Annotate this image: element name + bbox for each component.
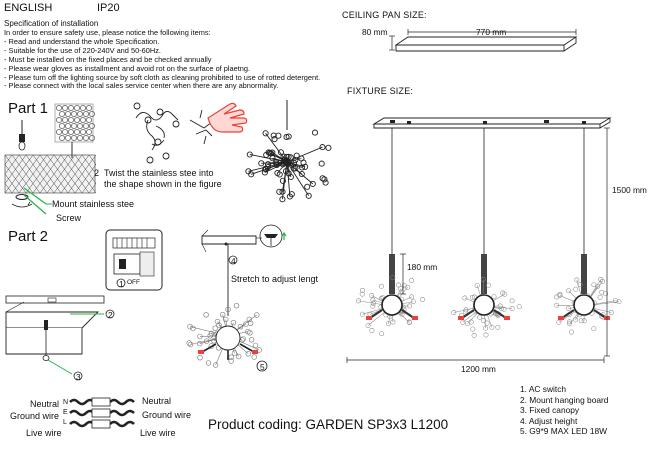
- spec-line: - Suitable for the use of 220-240V and 5…: [4, 45, 161, 55]
- language-label: ENGLISH: [4, 2, 53, 14]
- part1-title: Part 1: [8, 100, 49, 117]
- step-number-1: 1: [119, 279, 124, 289]
- wire-letter-l: L: [63, 419, 67, 426]
- step-number-3: 3: [76, 372, 81, 382]
- legend-item: 4. Adjust height: [520, 415, 578, 426]
- spec-line: - Please wear gloves as installment and …: [4, 63, 251, 73]
- wire-letter-n: N: [63, 399, 69, 406]
- pendant-height: 180 mm: [407, 262, 438, 272]
- spec-line: - Please turn off the lighting source by…: [4, 72, 321, 82]
- wire-letter-e: E: [63, 409, 68, 416]
- wire-left-neutral: Neutral: [30, 399, 60, 409]
- wire-left-ground: Ground wire: [10, 411, 60, 421]
- spec-list: In order to ensure safety use, please no…: [4, 28, 321, 91]
- wire-left-live: Live wire: [26, 428, 62, 438]
- fixture-height: 1500 mm: [612, 185, 647, 195]
- fixture-title: FIXTURE SIZE:: [347, 86, 414, 96]
- legend-item: 1. AC switch: [520, 384, 567, 394]
- wire-right-ground: Ground wire: [142, 410, 192, 420]
- mount-label: Mount stainless stee: [52, 199, 135, 209]
- legend: 1. AC switch 2. Mount hanging board 3. F…: [520, 384, 608, 437]
- part2-title: Part 2: [8, 228, 49, 245]
- screw-label: Screw: [56, 213, 82, 223]
- spec-line: - Please connect with the local sales se…: [4, 81, 279, 91]
- ceiling-pan-title: CEILING PAN SIZE:: [342, 10, 427, 20]
- legend-item: 2. Mount hanging board: [520, 394, 609, 405]
- ceiling-pan-height: 80 mm: [362, 27, 388, 37]
- switch-off-label: OFF: [127, 279, 140, 286]
- spec-line: - Read and understand the whole Specific…: [4, 36, 160, 46]
- wire-right-live: Live wire: [140, 428, 176, 438]
- ceiling-pan-length: 770 mm: [476, 27, 507, 37]
- wire-right-neutral: Neutral: [142, 396, 172, 406]
- step-number-5: 5: [260, 362, 265, 372]
- legend-item: 5. G9*9 MAX LED 18W: [520, 426, 608, 437]
- stretch-label: Stretch to adjust lengt: [231, 274, 319, 284]
- step2-instruction: Twist the stainless stee into the shape …: [104, 168, 222, 189]
- fixture-width: 1200 mm: [461, 364, 496, 374]
- step-number-4: 4: [231, 256, 236, 266]
- spec-line: In order to ensure safety use, please no…: [4, 28, 211, 37]
- step-number-2: 2: [108, 310, 113, 320]
- spec-line: - Must be installed on the fixed places …: [4, 54, 212, 64]
- step2-number: 2: [94, 168, 100, 178]
- legend-item: 3. Fixed canopy: [520, 405, 580, 416]
- spec-title: Specification of installation: [4, 19, 99, 28]
- ip-rating: IP20: [97, 2, 120, 14]
- product-coding: Product coding: GARDEN SP3x3 L1200: [208, 417, 449, 432]
